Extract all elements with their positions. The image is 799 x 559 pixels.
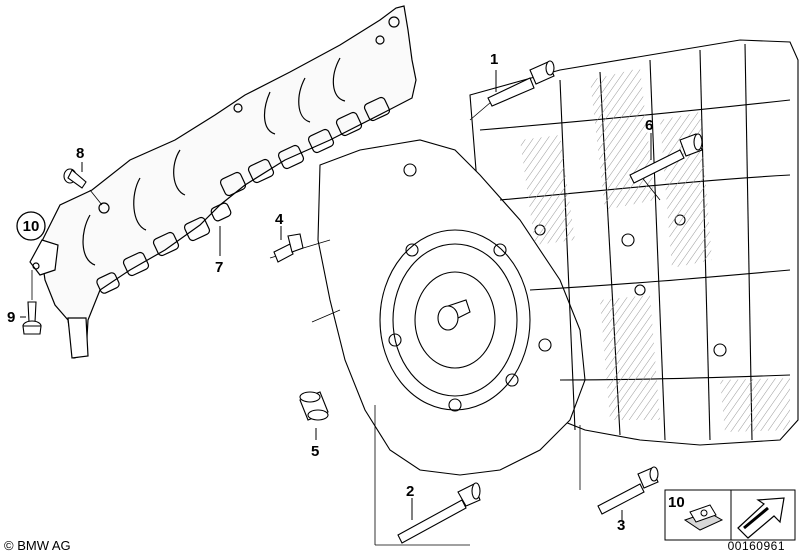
callout-9: 9 (7, 309, 15, 326)
screw-9 (22, 301, 42, 335)
transmission-housing (317, 39, 799, 476)
heat-shield (29, 5, 417, 359)
svg-text:10: 10 (23, 218, 40, 235)
callout-7: 7 (215, 259, 223, 276)
callout-10-box: 10 (668, 494, 685, 511)
callout-1: 1 (490, 51, 498, 68)
drawing-number: 00160961 (727, 539, 785, 553)
bolt-3 (597, 466, 659, 515)
callout-3: 3 (617, 517, 625, 534)
callout-8: 8 (76, 145, 84, 162)
bolt-2 (397, 482, 481, 544)
copyright-label: © BMW AG (4, 538, 71, 553)
callout-10-circle: 10 (16, 211, 46, 241)
sleeve-5 (299, 391, 329, 421)
bolt-8 (63, 168, 87, 189)
callout-2: 2 (406, 483, 414, 500)
callout-5: 5 (311, 443, 319, 460)
callout-6: 6 (645, 117, 653, 134)
inset-clip-box: 10 (664, 489, 796, 541)
leader-lines (20, 70, 652, 520)
speed-clip-icon (683, 504, 724, 531)
bolt-6 (629, 133, 703, 184)
bolt-4 (273, 233, 304, 263)
direction-arrow-icon (737, 497, 785, 539)
bolt-1 (487, 60, 555, 107)
callout-4: 4 (275, 211, 284, 228)
